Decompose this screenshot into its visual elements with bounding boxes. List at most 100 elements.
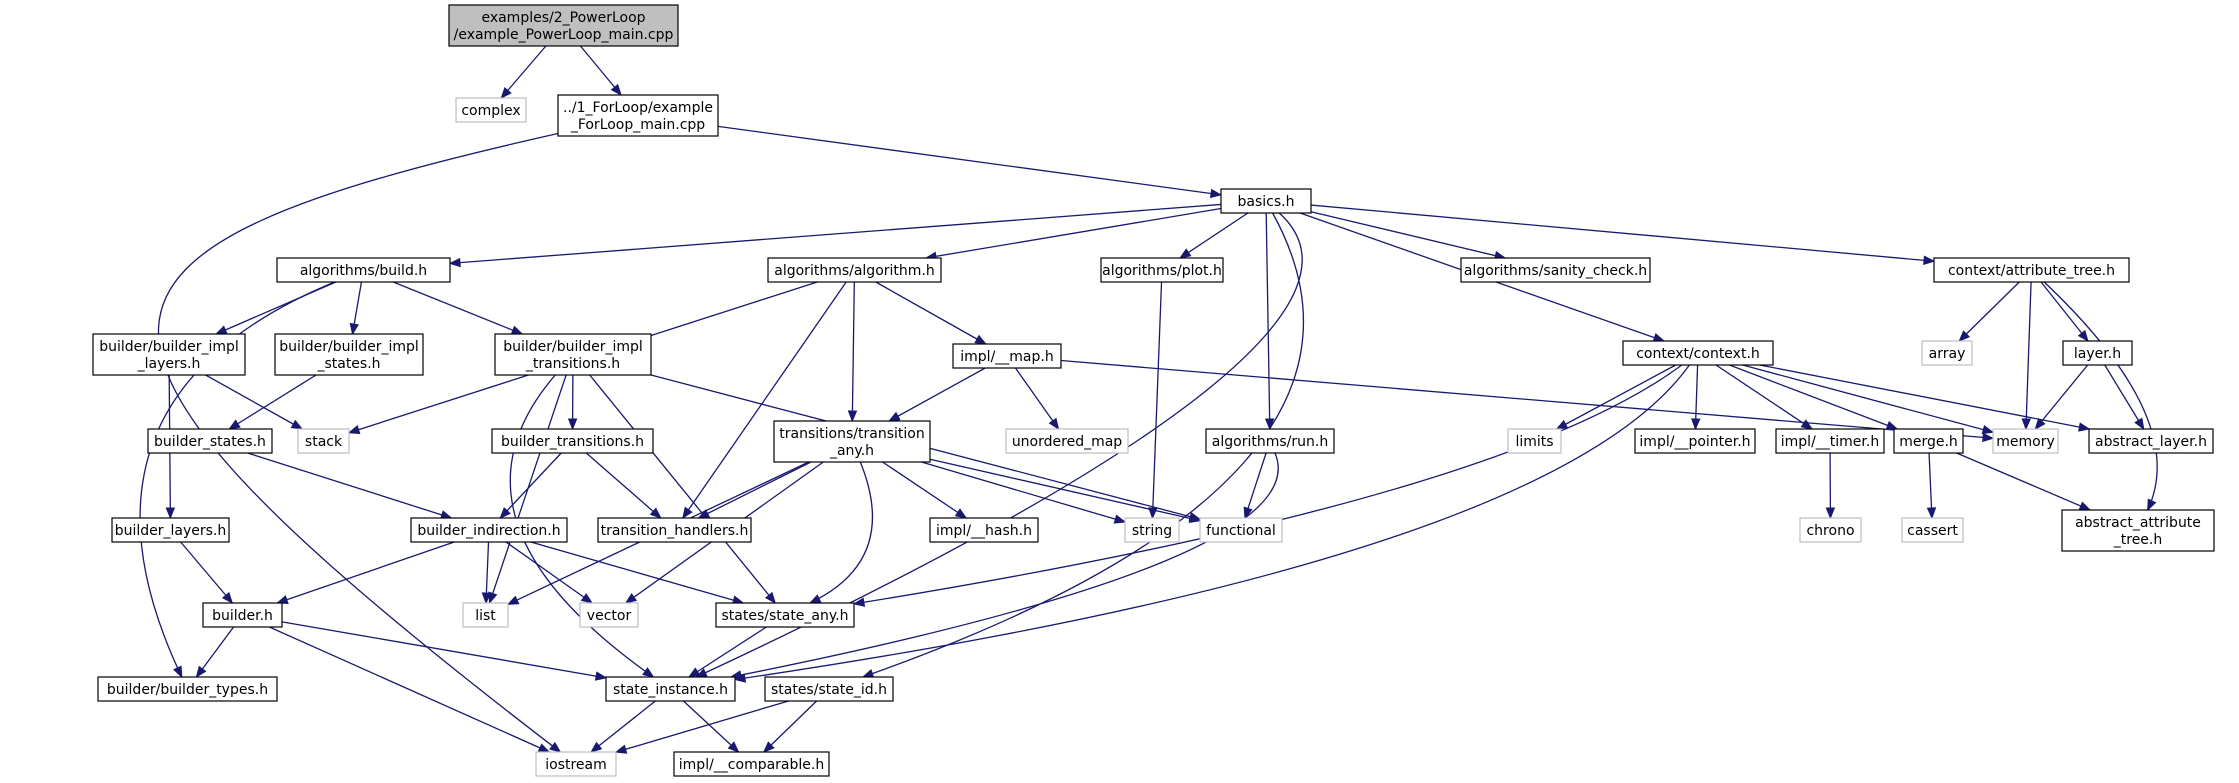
- node-abstract_attr[interactable]: abstract_attribute_tree.h: [2061, 509, 2215, 552]
- edge-root-to-complex: [500, 45, 547, 99]
- node-bi_states[interactable]: builder/builder_impl_states.h: [274, 333, 424, 376]
- node-b_layers[interactable]: builder_layers.h: [111, 517, 230, 543]
- node-box-b_layers: [111, 517, 230, 543]
- node-b_types[interactable]: builder/builder_types.h: [97, 676, 278, 702]
- edge-basics-to-ctx_attr: [1310, 204, 1935, 262]
- edge-alg_run-to-st_instance: [730, 452, 1279, 678]
- node-b_indirection[interactable]: builder_indirection.h: [410, 517, 568, 543]
- node-tr_handlers[interactable]: transition_handlers.h: [597, 517, 752, 543]
- edge-alg_plot-to-string: [1151, 281, 1163, 519]
- node-label-st_any-0: states/state_any.h: [721, 608, 848, 624]
- node-label-forloop-1: _ForLoop_main.cpp: [570, 117, 705, 133]
- arrowhead-b_transitions-to-b_indirection: [499, 507, 511, 519]
- node-limits: limits: [1507, 428, 1562, 454]
- edge-ctx_context-to-st_any: [853, 364, 1683, 605]
- edge-ctx_context-to-impl_pointer: [1694, 364, 1699, 430]
- node-bi_trans[interactable]: builder/builder_impl_transitions.h: [494, 333, 652, 376]
- node-forloop[interactable]: ../1_ForLoop/example_ForLoop_main.cpp: [557, 94, 719, 137]
- node-b_states[interactable]: builder_states.h: [147, 428, 273, 454]
- edge-b_states-to-b_indirection: [247, 452, 452, 519]
- node-bi_layers[interactable]: builder/builder_impl_layers.h: [92, 333, 246, 376]
- node-tr_any[interactable]: transitions/transition_any.h: [773, 420, 931, 463]
- arrowhead-tr_any-to-list: [506, 595, 520, 605]
- node-builder[interactable]: builder.h: [202, 602, 283, 628]
- node-st_any[interactable]: states/state_any.h: [715, 602, 855, 628]
- arrowhead-b_layers-to-builder: [221, 591, 234, 605]
- node-impl_timer[interactable]: impl/__timer.h: [1775, 428, 1885, 454]
- node-alg_build[interactable]: algorithms/build.h: [276, 257, 451, 283]
- node-label-bi_layers-1: _layers.h: [137, 356, 201, 372]
- arrowhead-ctx_attr-to-abstract_attr: [2147, 498, 2157, 512]
- arrowhead-bi_states-to-b_states: [228, 419, 241, 430]
- node-box-bi_trans: [494, 333, 652, 376]
- node-impl_pointer[interactable]: impl/__pointer.h: [1634, 428, 1756, 454]
- node-label-b_layers-0: builder_layers.h: [115, 523, 227, 539]
- node-box-b_states: [147, 428, 273, 454]
- edge-basics-to-alg_run: [1265, 212, 1271, 430]
- node-b_transitions[interactable]: builder_transitions.h: [491, 428, 654, 454]
- edge-alg_algorithm-to-tr_handlers: [682, 281, 847, 519]
- node-box-tr_any: [773, 420, 931, 463]
- node-impl_comparable[interactable]: impl/__comparable.h: [673, 751, 830, 777]
- arrowhead-basics-to-alg_run: [1264, 418, 1275, 431]
- arrowhead-basics-to-alg_plot: [1178, 248, 1192, 259]
- node-alg_sanity[interactable]: algorithms/sanity_check.h: [1460, 257, 1651, 283]
- node-label-builder-0: builder.h: [212, 608, 273, 624]
- node-label-complex-0: complex: [461, 103, 520, 119]
- node-label-iostream-0: iostream: [545, 757, 607, 773]
- node-label-merge-0: merge.h: [1899, 434, 1958, 450]
- node-vector: vector: [579, 602, 639, 628]
- arrowhead-alg_algorithm-to-impl_map: [974, 334, 987, 345]
- node-iostream: iostream: [535, 751, 617, 777]
- edge-bi_layers-to-stack: [205, 374, 303, 430]
- node-abstract_layer[interactable]: abstract_layer.h: [2088, 428, 2214, 454]
- node-ctx_context[interactable]: context/context.h: [1622, 340, 1774, 366]
- arrowhead-tr_any-to-string: [1113, 514, 1127, 524]
- arrowhead-layer-to-abstract_layer: [2134, 417, 2145, 431]
- edge-tr_any-to-tr_handlers: [698, 461, 812, 519]
- node-complex: complex: [455, 97, 527, 123]
- arrowhead-ctx_context-to-st_any: [852, 597, 866, 607]
- node-st_id[interactable]: states/state_id.h: [764, 676, 894, 702]
- node-basics[interactable]: basics.h: [1220, 188, 1312, 214]
- node-ctx_attr[interactable]: context/attribute_tree.h: [1933, 257, 2130, 283]
- node-label-impl_hash-0: impl/__hash.h: [936, 523, 1032, 539]
- node-layer[interactable]: layer.h: [2062, 340, 2133, 366]
- node-alg_plot[interactable]: algorithms/plot.h: [1100, 257, 1224, 283]
- edge-basics-to-st_id: [862, 212, 1305, 678]
- node-box-bi_layers: [92, 333, 246, 376]
- arrowhead-forloop-to-iostream: [549, 741, 562, 753]
- arrowhead-alg_build-to-bi_states: [349, 322, 359, 336]
- arrowhead-bi_trans-to-st_any: [764, 591, 777, 605]
- node-root[interactable]: examples/2_PowerLoop/example_PowerLoop_m…: [448, 4, 679, 47]
- node-label-chrono-0: chrono: [1806, 523, 1854, 539]
- node-box-tr_handlers: [597, 517, 752, 543]
- node-unordered_map: unordered_map: [1005, 428, 1129, 454]
- edge-ctx_context-to-merge: [1729, 364, 1898, 430]
- edge-tr_any-to-functional: [929, 458, 1201, 522]
- node-box-cassert: [1901, 517, 1964, 543]
- node-merge[interactable]: merge.h: [1893, 428, 1964, 454]
- arrowhead-bi_layers-to-stack: [290, 419, 304, 430]
- edge-builder-to-st_instance: [281, 621, 607, 679]
- edge-ctx_context-to-memory: [1742, 364, 1994, 433]
- edge-forloop-to-iostream: [157, 132, 561, 753]
- arrowhead-ctx_context-to-impl_timer: [1800, 419, 1814, 430]
- node-box-string: [1124, 517, 1180, 543]
- node-alg_run[interactable]: algorithms/run.h: [1205, 428, 1335, 454]
- file-nodes: examples/2_PowerLoop/example_PowerLoop_m…: [92, 4, 2215, 777]
- node-impl_map[interactable]: impl/__map.h: [952, 343, 1062, 369]
- arrowhead-alg_algorithm-to-tr_handlers: [682, 506, 693, 520]
- node-alg_algorithm[interactable]: algorithms/algorithm.h: [767, 257, 942, 283]
- arrowhead-tr_any-to-vector: [624, 593, 638, 604]
- node-label-cassert-0: cassert: [1907, 523, 1958, 539]
- node-label-bi_states-0: builder/builder_impl: [279, 339, 419, 355]
- edge-bi_states-to-b_states: [228, 374, 317, 430]
- node-impl_hash[interactable]: impl/__hash.h: [929, 517, 1039, 543]
- node-box-vector: [579, 602, 639, 628]
- node-label-root-0: examples/2_PowerLoop: [481, 10, 645, 26]
- node-label-abstract_layer-0: abstract_layer.h: [2095, 434, 2207, 450]
- node-st_instance[interactable]: state_instance.h: [605, 676, 736, 702]
- node-box-impl_timer: [1775, 428, 1885, 454]
- node-label-stack-0: stack: [305, 434, 343, 450]
